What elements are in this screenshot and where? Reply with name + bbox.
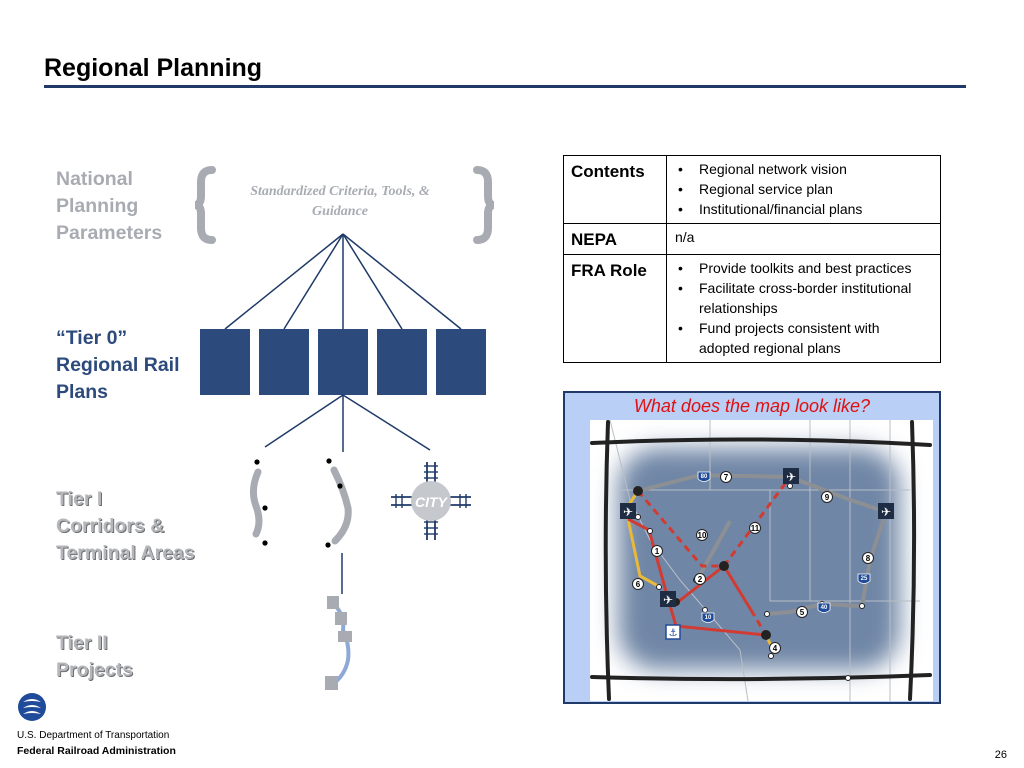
corridor-left <box>249 459 268 546</box>
svg-text:✈: ✈ <box>663 593 673 607</box>
svg-text:✈: ✈ <box>881 505 891 519</box>
route-markers: 1 2 4 5 6 7 8 9 10 11 <box>632 471 874 654</box>
row-body: Provide toolkits and best practices Faci… <box>666 254 941 363</box>
map-frame <box>590 420 932 701</box>
svg-text:5: 5 <box>800 608 805 617</box>
svg-text:80: 80 <box>701 474 708 480</box>
row-body: Regional network vision Regional service… <box>666 155 941 224</box>
svg-text:⚓: ⚓ <box>669 628 678 639</box>
dot-agency-name: U.S. Department of Transportation <box>17 730 170 741</box>
map-question: What does the map look like? <box>633 396 871 416</box>
route-marker: 4 <box>769 642 781 654</box>
city-terminal-icon: CITY <box>391 462 471 540</box>
row-body: n/a <box>666 223 941 255</box>
svg-text:9: 9 <box>825 493 830 502</box>
route-marker: 6 <box>632 578 644 590</box>
airplane-icon <box>660 591 676 607</box>
hierarchy-diagram: CITY <box>194 166 495 690</box>
interstate-shield: 40 <box>817 602 831 613</box>
right-brace <box>473 166 495 244</box>
map-panel: What does the map look like? <box>563 391 941 704</box>
region-glow <box>618 448 900 670</box>
table-row: NEPA n/a <box>563 223 941 255</box>
table-row: Contents Regional network vision Regiona… <box>563 155 941 224</box>
criteria-label: Standardized Criteria, Tools, & Guidance <box>250 184 430 219</box>
airplane-icon <box>620 503 636 519</box>
interstate-shields: 80 25 40 10 <box>697 471 871 623</box>
route-marker: 9 <box>821 491 833 503</box>
slide-title: Regional Planning <box>44 54 263 82</box>
svg-text:1: 1 <box>655 547 660 556</box>
table-row: FRA Role Provide toolkits and best pract… <box>563 254 941 363</box>
interstate-shield: 25 <box>857 573 871 584</box>
svg-text:6: 6 <box>636 580 641 589</box>
svg-text:2: 2 <box>698 575 703 584</box>
dot-logo-icon <box>18 693 46 721</box>
row-head: NEPA <box>563 223 667 255</box>
fra-agency-name: Federal Railroad Administration <box>17 745 176 757</box>
airplane-icon <box>878 503 894 519</box>
route-marker: 11 <box>749 522 761 534</box>
national-planning-label: National Planning Parameters <box>56 168 163 244</box>
svg-text:25: 25 <box>861 576 868 582</box>
list-item: Regional service plan <box>675 179 934 199</box>
route-marker: 5 <box>796 606 808 618</box>
svg-text:10: 10 <box>705 615 712 621</box>
route-marker: 7 <box>720 471 732 483</box>
city-label: CITY <box>415 494 449 510</box>
state-boundaries <box>609 420 920 701</box>
route-marker: 8 <box>862 552 874 564</box>
route-marker: 2 <box>694 573 706 585</box>
tier-zero-boxes <box>200 329 486 395</box>
regional-map: ✈ ✈ ✈ ✈ 1 2 4 5 6 7 8 9 10 11 80 25 40 1… <box>590 420 933 701</box>
row-head: Contents <box>563 155 667 224</box>
title-rule <box>44 85 966 88</box>
info-table: Contents Regional network vision Regiona… <box>563 155 941 363</box>
tier-two-label: Tier II Projects <box>56 632 133 681</box>
svg-text:7: 7 <box>724 473 729 482</box>
list-item: Institutional/financial plans <box>675 199 934 219</box>
page-number: 26 <box>994 749 1007 761</box>
regional-plan-box <box>318 329 368 395</box>
tier-two-project <box>325 596 352 690</box>
airport-icons: ✈ ✈ ✈ ✈ <box>620 468 894 607</box>
route-marker: 1 <box>651 545 663 557</box>
tier-zero-label: “Tier 0” Regional Rail Plans <box>56 327 180 403</box>
list-item: Facilitate cross-border institutional re… <box>675 278 934 318</box>
airplane-icon <box>783 468 799 484</box>
regional-plan-box <box>377 329 427 395</box>
svg-text:10: 10 <box>698 531 707 540</box>
svg-text:✈: ✈ <box>623 505 633 519</box>
tier-one-label: Tier I Corridors & Terminal Areas <box>56 488 195 564</box>
left-brace <box>194 166 216 244</box>
svg-text:✈: ✈ <box>786 470 796 484</box>
regional-plan-box <box>200 329 250 395</box>
regional-plan-box <box>436 329 486 395</box>
svg-text:4: 4 <box>773 644 778 653</box>
tier-one-fan <box>264 394 431 452</box>
row-text: n/a <box>675 229 695 245</box>
route-marker: 10 <box>696 529 708 541</box>
svg-text:8: 8 <box>866 554 871 563</box>
svg-text:11: 11 <box>751 524 760 533</box>
corridor-middle <box>325 458 352 548</box>
list-item: Fund projects consistent with adopted re… <box>675 318 934 358</box>
interstate-shield: 10 <box>701 612 715 623</box>
list-item: Provide toolkits and best practices <box>675 258 934 278</box>
list-item: Regional network vision <box>675 159 934 179</box>
row-head: FRA Role <box>563 254 667 363</box>
interstate-shield: 80 <box>697 471 711 482</box>
anchor-icon: ⚓ <box>665 624 681 640</box>
svg-text:40: 40 <box>821 605 828 611</box>
fan-lines <box>224 233 462 330</box>
regional-plan-box <box>259 329 309 395</box>
